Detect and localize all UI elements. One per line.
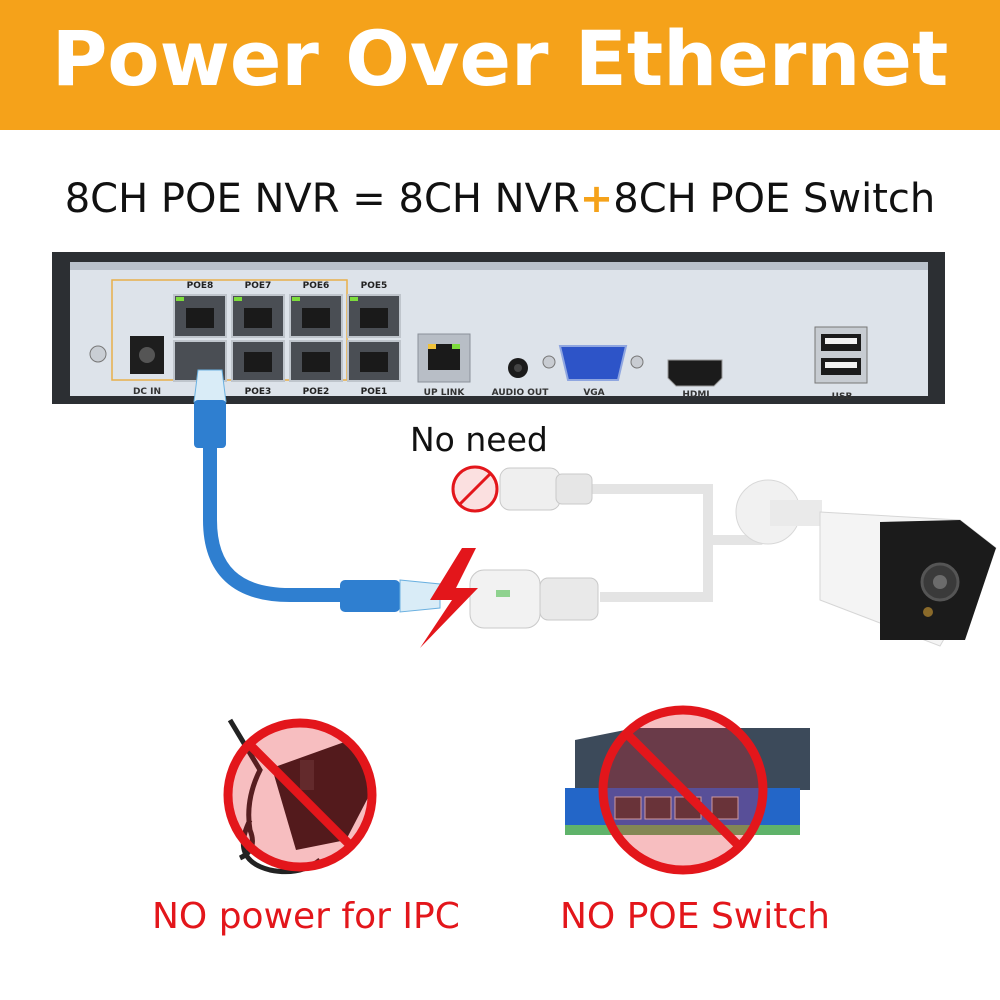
port-label-poe3: POE3 <box>244 387 272 397</box>
blue-ethernet-cable <box>193 369 441 613</box>
plus-sign: + <box>579 176 614 222</box>
hdmi-label: HDMI <box>682 390 710 400</box>
caption-no-power: NO power for IPC <box>152 896 460 937</box>
port-label-poe2: POE2 <box>302 387 330 397</box>
ip-camera <box>735 479 997 647</box>
no-need-label: No need <box>410 420 548 459</box>
equation-right: 8CH POE Switch <box>613 176 936 222</box>
vga-port <box>558 345 628 381</box>
vga-label: VGA <box>583 388 605 398</box>
ground-screw-icon <box>89 345 107 363</box>
lightning-bolt-icon <box>420 548 478 648</box>
port-label-poe1: POE1 <box>360 387 388 397</box>
page-title: Power Over Ethernet <box>51 14 949 103</box>
camera-cable <box>420 465 803 648</box>
audio-out-label: AUDIO OUT <box>491 388 549 398</box>
equation-line: 8CH POE NVR = 8CH NVR+8CH POE Switch <box>0 176 1000 222</box>
port-label-poe5: POE5 <box>360 281 388 291</box>
dc-in-label: DC IN <box>132 387 162 397</box>
hdmi-port <box>667 359 723 387</box>
equation-left: 8CH POE NVR = 8CH NVR <box>64 176 580 222</box>
title-banner: Power Over Ethernet <box>0 0 1000 130</box>
no-switch-sign-icon <box>598 705 768 875</box>
caption-no-switch: NO POE Switch <box>560 896 830 937</box>
port-label-poe8: POE8 <box>186 281 214 291</box>
no-adapter-sign-icon <box>223 718 377 872</box>
port-label-poe6: POE6 <box>302 281 330 291</box>
port-label-poe7: POE7 <box>244 281 272 291</box>
nvr-device <box>52 252 945 404</box>
usb-label: USB <box>831 392 853 402</box>
uplink-label: UP LINK <box>423 388 465 398</box>
